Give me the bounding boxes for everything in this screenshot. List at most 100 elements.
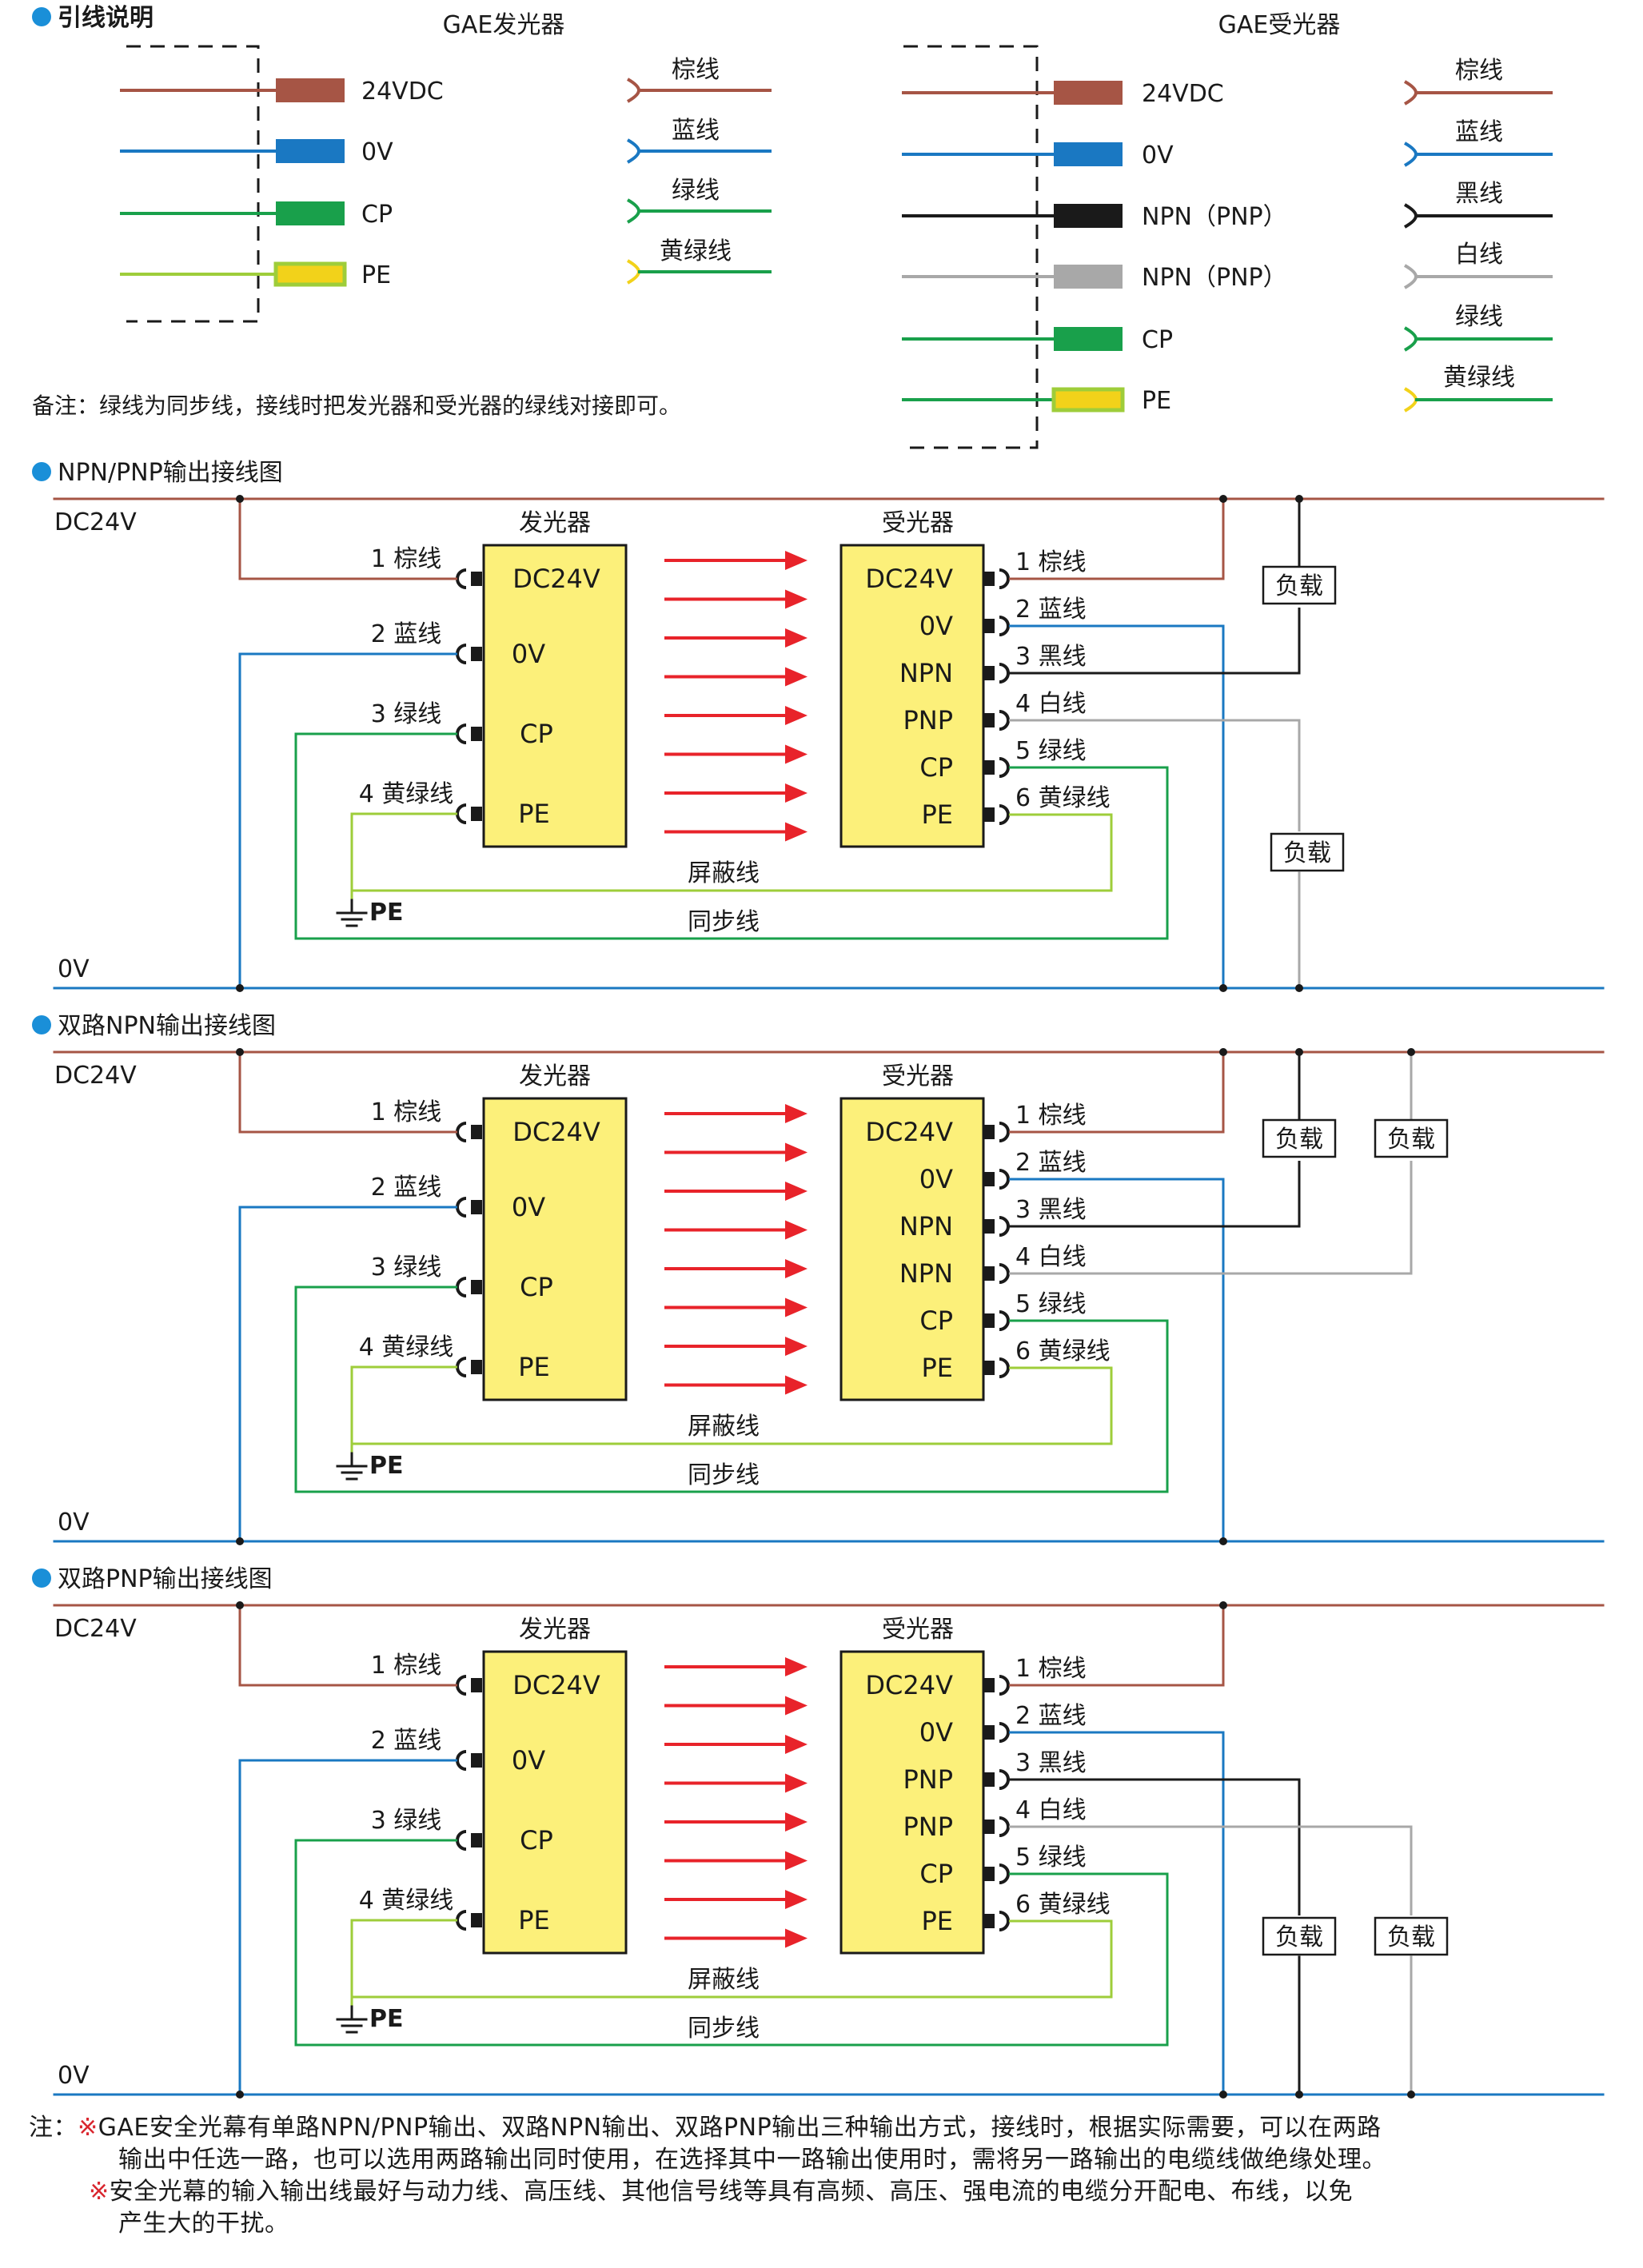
emitter-pin-1: DC24V: [512, 1117, 600, 1147]
output-black-wire: [1009, 1778, 1301, 1915]
legend-receiver-label-3: NPN（PNP）: [1142, 203, 1287, 231]
emitter-plug-4-cup: [456, 1357, 467, 1377]
emitter-plug-4-stub: [471, 1360, 482, 1374]
junction-dot: [236, 984, 244, 992]
legend-emitter-label-1: 24VDC: [361, 78, 444, 106]
section-1: NPN/PNP输出接线图DC24V0V发光器受光器DC24V1 棕线0V2 蓝线…: [53, 459, 1605, 992]
section-3-title: 双路PNP输出接线图: [58, 1565, 273, 1593]
output-black-wire: [1009, 608, 1301, 675]
receiver-plug-2-cup: [999, 616, 1010, 636]
emitter-plug-4-stub: [471, 807, 482, 821]
receiver-plug-3-stub: [983, 666, 995, 680]
legend-emitter-sleeve-2: [276, 139, 345, 163]
receiver-pin-1: DC24V: [865, 564, 953, 594]
legend-receiver-title: GAE受光器: [1218, 11, 1341, 39]
receiver-pin-4: PNP: [903, 1812, 953, 1842]
emitter-blue-wire: [238, 1759, 457, 2095]
emitter-plug-3-cup: [456, 723, 467, 744]
note-2-line-1: ※安全光幕的输入输出线最好与动力线、高压线、其他信号线等具有高频、高压、强电流的…: [29, 2176, 1620, 2208]
legend-receiver-colorname-4: 白线: [1455, 241, 1503, 269]
receiver-pin-4: NPN: [899, 1258, 953, 1289]
emitter-plug-3-cup: [456, 1277, 467, 1297]
note-1-line-2: 输出中任选一路，也可以选用两路输出同时使用，在选择其中一路输出使用时，需将另一路…: [29, 2144, 1620, 2176]
shield-label: 屏蔽线: [688, 1413, 760, 1441]
sync-label: 同步线: [688, 908, 760, 936]
legend-heading: 引线说明: [58, 4, 154, 32]
receiver-wire-label-5: 5 绿线: [1015, 737, 1087, 765]
note-prefix: 注：: [29, 2114, 78, 2142]
receiver-plug-2-stub: [983, 1725, 995, 1740]
receiver-pin-5: CP: [919, 1859, 953, 1889]
legend-emitter-colorname-4: 黄绿线: [660, 237, 732, 265]
output-white-wire: [1009, 1161, 1413, 1275]
emitter-pin-2: 0V: [512, 1192, 545, 1222]
receiver-wire-label-6: 6 黄绿线: [1015, 784, 1111, 812]
receiver-plug-3-cup: [999, 1216, 1010, 1237]
emitter-wire-label-1: 1 棕线: [371, 1652, 442, 1680]
emitter-plug-1-stub: [471, 572, 482, 586]
legend-receiver-hook-2: [1403, 142, 1418, 167]
receiver-plug-5-stub: [983, 1867, 995, 1881]
emitter-pin-1: DC24V: [512, 564, 600, 594]
note-1-text-2: 输出中任选一路，也可以选用两路输出同时使用，在选择其中一路输出使用时，需将另一路…: [118, 2146, 1386, 2174]
section-2: 双路NPN输出接线图DC24V0V发光器受光器DC24V1 棕线0V2 蓝线CP…: [53, 1012, 1605, 1545]
section-2-bullet: [32, 1015, 51, 1034]
emitter-plug-1-stub: [471, 1125, 482, 1139]
emitter-plug-2-cup: [456, 1197, 467, 1218]
legend-receiver-label-5: CP: [1142, 326, 1173, 354]
emitter-plug-3-stub: [471, 1280, 482, 1294]
emitter-pin-4: PE: [518, 1905, 550, 1935]
receiver-plug-5-stub: [983, 1313, 995, 1328]
dc24v-label: DC24V: [54, 508, 137, 536]
receiver-wire-label-3: 3 黑线: [1015, 1196, 1087, 1224]
light-arrow-1-head: [785, 551, 808, 570]
sync-green-wire: [294, 1839, 1169, 2047]
legend-receiver-colorname-3: 黑线: [1455, 180, 1503, 208]
receiver-plug-5-stub: [983, 760, 995, 775]
emitter-blue-wire: [238, 1206, 457, 1541]
light-arrow-4-head: [785, 1773, 808, 1793]
legend-receiver-colorname-2: 蓝线: [1455, 118, 1503, 146]
receiver-wire-label-3: 3 黑线: [1015, 643, 1087, 671]
receiver-plug-1-stub: [983, 1125, 995, 1139]
receiver-wire-label-5: 5 绿线: [1015, 1843, 1087, 1871]
shield-label: 屏蔽线: [688, 1966, 760, 1994]
load-1-box: [1262, 565, 1337, 605]
shield-yellowgreen-wire: [350, 812, 1113, 892]
legend-emitter-hook-3: [626, 198, 641, 224]
receiver-plug-6-cup: [999, 804, 1010, 825]
emitter-wire-label-2: 2 蓝线: [371, 620, 442, 648]
receiver-pin-4: PNP: [903, 705, 953, 735]
receiver-plug-3-cup: [999, 663, 1010, 684]
legend-receiver-label-1: 24VDC: [1142, 80, 1224, 108]
emitter-pin-3: CP: [520, 1825, 553, 1855]
emitter-plug-1-cup: [456, 1122, 467, 1142]
section-2-title: 双路NPN输出接线图: [58, 1012, 276, 1040]
light-arrow-2-head: [785, 1142, 808, 1162]
receiver-blue-wire: [1009, 1731, 1225, 2095]
emitter-plug-1-cup: [456, 1675, 467, 1696]
receiver-plug-4-cup: [999, 1816, 1010, 1837]
emitter-title: 发光器: [519, 1062, 591, 1090]
legend-receiver-label-6: PE: [1142, 387, 1171, 415]
receiver-wire-label-1: 1 棕线: [1015, 548, 1087, 576]
emitter-pin-4: PE: [518, 799, 550, 829]
light-arrow-2-head: [785, 1696, 808, 1716]
shield-yellowgreen-wire: [350, 1919, 1113, 1999]
receiver-blue-wire: [1009, 1178, 1225, 1541]
emitter-pin-1: DC24V: [512, 1670, 600, 1700]
emitter-plug-3-cup: [456, 1830, 467, 1851]
emitter-wire-label-3: 3 绿线: [371, 700, 442, 728]
receiver-plug-6-stub: [983, 807, 995, 822]
emitter-plug-4-stub: [471, 1913, 482, 1927]
receiver-plug-4-stub: [983, 713, 995, 727]
junction-dot: [1295, 984, 1303, 992]
emitter-box: [482, 544, 628, 848]
receiver-pin-2: 0V: [919, 611, 953, 641]
legend-receiver-colorname-5: 绿线: [1455, 303, 1503, 331]
light-arrow-3-head: [785, 1735, 808, 1754]
footer-notes: 注：※GAE安全光幕有单路NPN/PNP输出、双路NPN输出、双路PNP输出三种…: [29, 2112, 1620, 2240]
receiver-plug-2-cup: [999, 1722, 1010, 1743]
emitter-brown-wire: [238, 1052, 457, 1134]
